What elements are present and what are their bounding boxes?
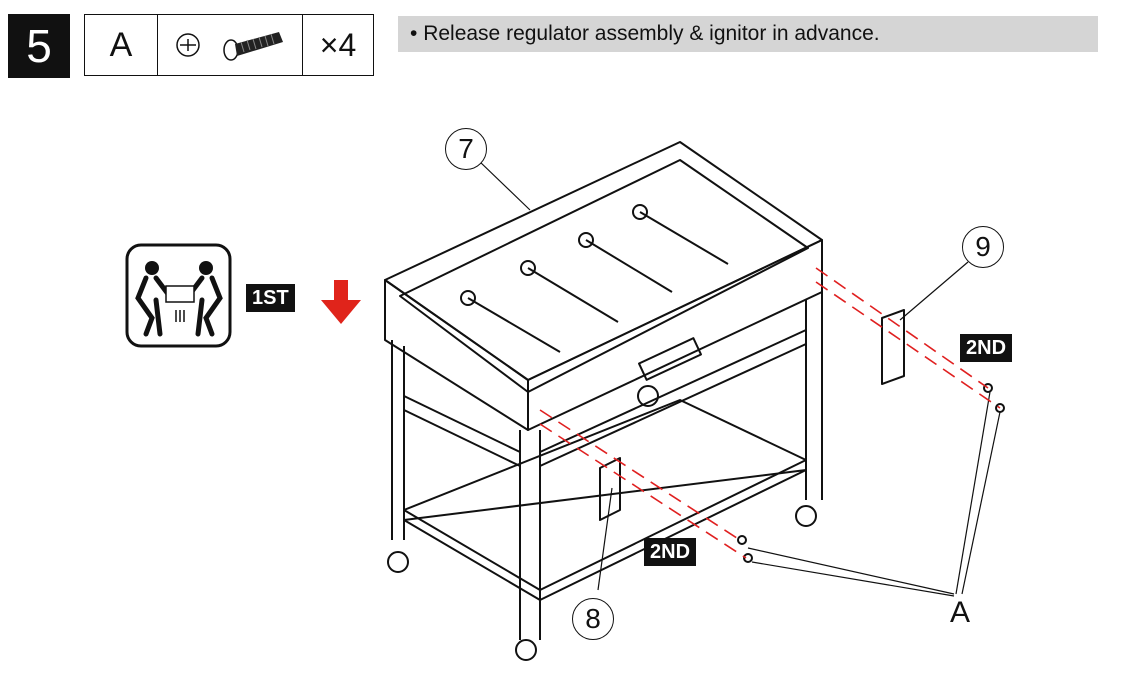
dashed-alignment-lines: [539, 267, 1001, 559]
callout-lid: 7: [445, 128, 487, 170]
instruction-text: Release regulator assembly & ignitor in …: [423, 22, 880, 45]
part-quantity: ×4: [319, 26, 357, 63]
phillips-screwdriver-icon: [176, 33, 200, 57]
part-icons: [158, 15, 303, 75]
second-step-tag-right: 2ND: [960, 334, 1013, 362]
first-step-tag: 1ST: [246, 284, 295, 312]
step-number: 5: [8, 14, 70, 78]
screw-label: A: [950, 596, 971, 629]
down-arrow-icon: [321, 280, 361, 324]
second-step-tag-bottom: 2ND: [644, 538, 697, 566]
callout-left-bracket: 8: [572, 598, 614, 640]
callout-right-bracket: 9: [962, 226, 1004, 268]
screw-icon: [223, 32, 283, 61]
two-person-lift-icon: [125, 243, 232, 348]
part-letter: A: [85, 15, 158, 75]
instruction-note: • Release regulator assembly & ignitor i…: [398, 16, 1098, 52]
parts-table: A ×4: [84, 14, 374, 76]
